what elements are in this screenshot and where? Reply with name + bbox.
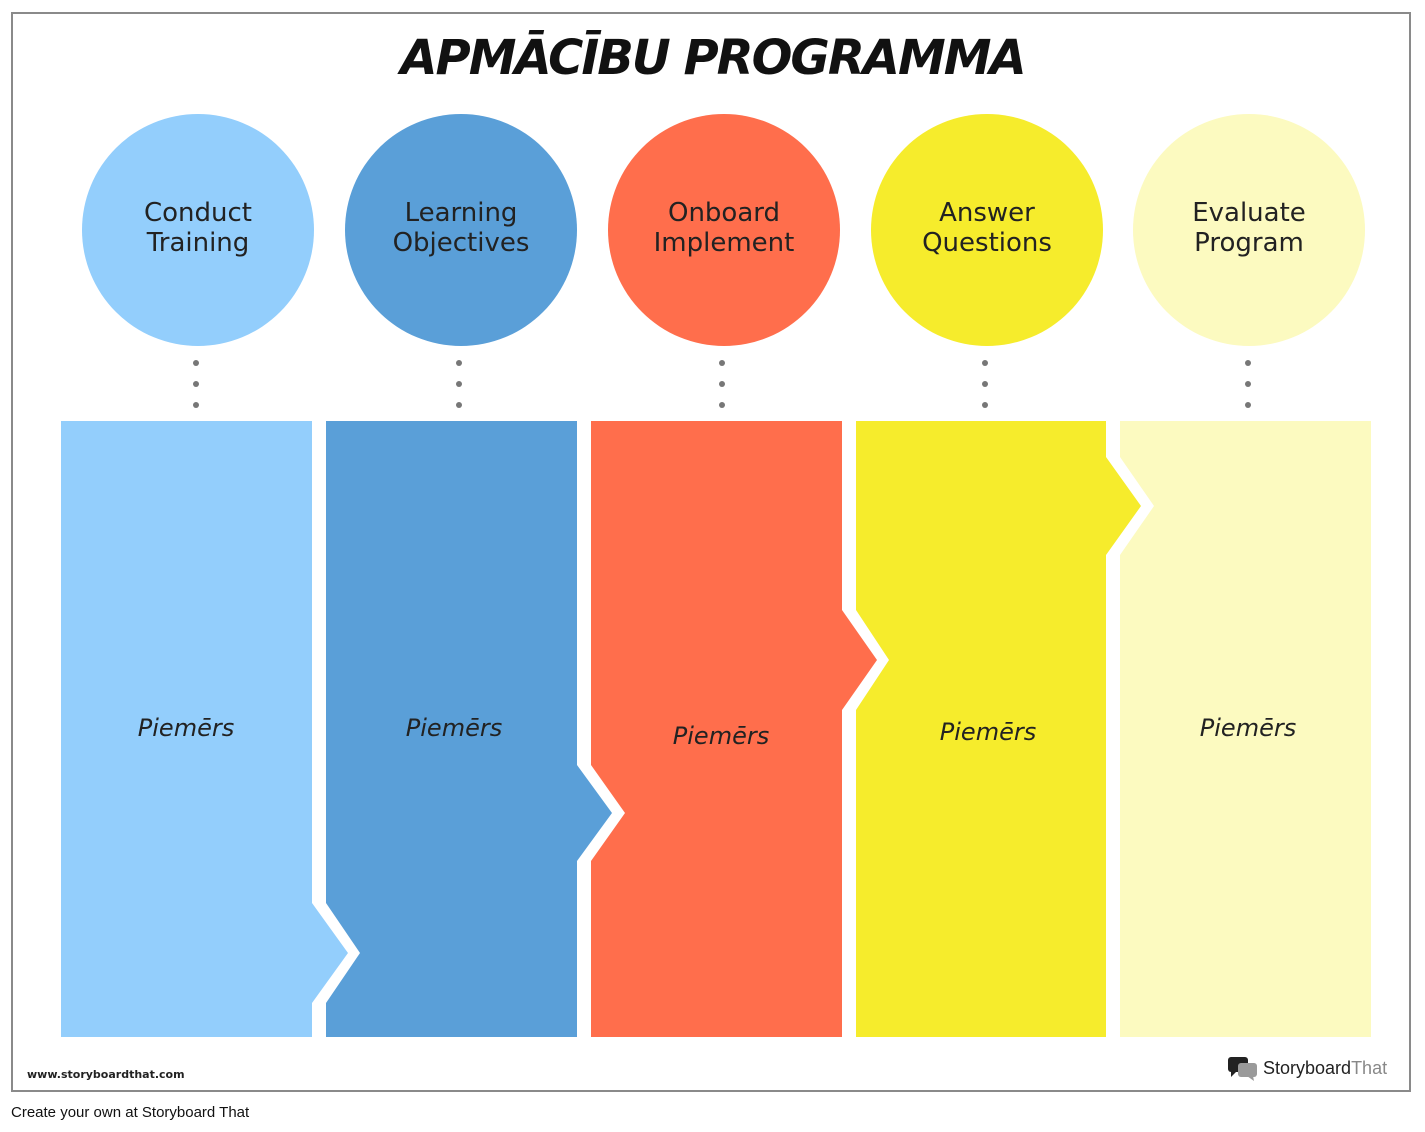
footer-link[interactable]: Create your own at Storyboard That [11,1104,250,1121]
step-example-5: Piemērs [1199,714,1297,742]
step-panel-3 [591,421,877,1037]
step-example-3: Piemērs [672,722,770,750]
step-panel-2 [326,421,612,1037]
page-title: APMĀCĪBU PROGRAMMA [400,30,1026,86]
storyboardthat-logo[interactable]: StoryboardThat [1227,1055,1387,1081]
step-example-1: Piemērs [137,714,235,742]
step-label-2: Learning Objectives [392,198,530,258]
step-example-4: Piemērs [939,718,1037,746]
logo-text-bold: Storyboard [1263,1057,1352,1078]
step-panel-1 [61,421,348,1037]
watermark-url: www.storyboardthat.com [27,1068,185,1081]
step-label-1: Conduct Training [143,198,252,258]
step-circle-2: Learning Objectives [345,114,577,346]
step-circle-4: Answer Questions [871,114,1103,346]
step-label-4: Answer Questions [922,198,1052,258]
step-example-2: Piemērs [405,714,503,742]
speech-bubbles-icon [1228,1057,1257,1081]
logo-text-light: That [1351,1057,1388,1078]
step-panel-5 [1120,421,1371,1037]
step-circle-3: Onboard Implement [608,114,840,346]
step-panel-4 [856,421,1141,1037]
step-circle-1: Conduct Training [82,114,314,346]
step-label-5: Evaluate Program [1192,198,1306,258]
step-label-3: Onboard Implement [653,198,795,258]
step-circle-5: Evaluate Program [1133,114,1365,346]
